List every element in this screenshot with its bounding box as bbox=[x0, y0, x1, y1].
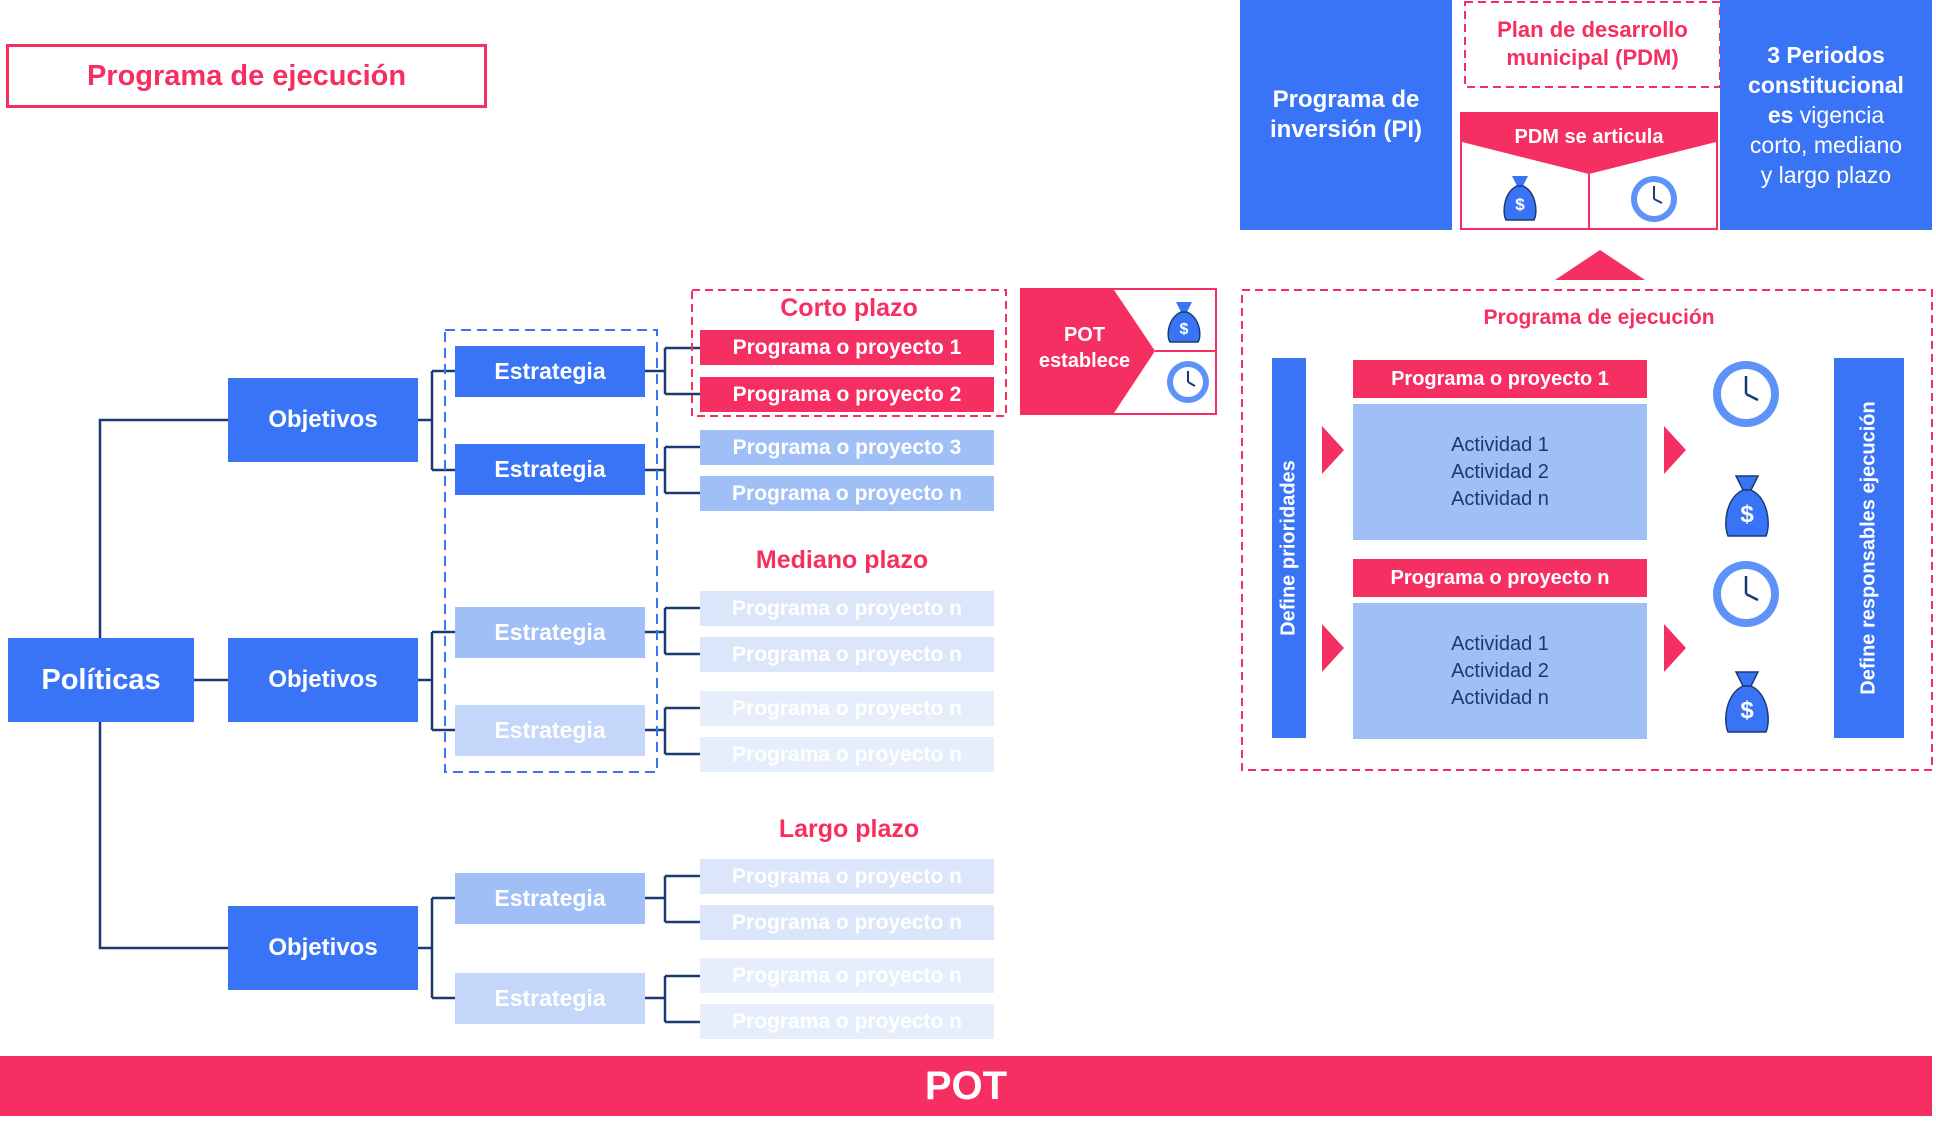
money-bag-icon: $ bbox=[1167, 302, 1201, 343]
pot-establece-shape bbox=[1022, 290, 1215, 413]
largo-plazo-label: Largo plazo bbox=[778, 815, 920, 843]
program-item: Programa o proyecto 2 bbox=[700, 377, 994, 412]
pdm-outline bbox=[1464, 1, 1721, 88]
clock-icon bbox=[1713, 561, 1779, 627]
arrow-right-icon bbox=[1664, 624, 1686, 672]
up-arrow-triangle bbox=[1555, 250, 1645, 280]
program-item: Programa o proyecto n bbox=[700, 905, 994, 940]
actividades-list-n: Actividad 1 Actividad 2 Actividad n bbox=[1353, 603, 1647, 739]
define-responsables-bar: Define responsables ejecución bbox=[1834, 358, 1904, 738]
program-item: Programa o proyecto n bbox=[700, 1004, 994, 1039]
arrow-right-icon bbox=[1322, 624, 1344, 672]
program-item: Programa o proyecto n bbox=[700, 637, 994, 672]
money-bag-icon: $ bbox=[1725, 475, 1769, 537]
define-prioridades-bar: Define prioridades bbox=[1272, 358, 1306, 738]
clock-icon bbox=[1713, 361, 1779, 427]
actividades-list-1: Actividad 1 Actividad 2 Actividad n bbox=[1353, 404, 1647, 540]
program-item: Programa o proyecto 3 bbox=[700, 430, 994, 465]
program-item: Programa o proyecto n bbox=[700, 958, 994, 993]
money-bag-icon: $ bbox=[1503, 176, 1537, 221]
mediano-plazo-label: Mediano plazo bbox=[755, 546, 929, 574]
estrategia-box-6: Estrategia bbox=[455, 973, 645, 1024]
estrategia-box-4: Estrategia bbox=[455, 705, 645, 756]
svg-text:$: $ bbox=[1740, 697, 1754, 724]
programa-inversion-box: Programa de inversión (PI) bbox=[1240, 0, 1452, 230]
corto-plazo-label: Corto plazo bbox=[780, 294, 918, 322]
estrategia-box-3: Estrategia bbox=[455, 607, 645, 658]
svg-text:$: $ bbox=[1180, 321, 1189, 338]
pdm-articula-label: PDM se articula bbox=[1514, 126, 1664, 148]
estrategia-box-5: Estrategia bbox=[455, 873, 645, 924]
objetivos-box-2: Objetivos bbox=[228, 638, 418, 722]
estrategia-box-2: Estrategia bbox=[455, 444, 645, 495]
program-item: Programa o proyecto n bbox=[700, 591, 994, 626]
svg-text:$: $ bbox=[1740, 501, 1754, 528]
estrategia-group-outline bbox=[444, 329, 658, 773]
estrategia-box-1: Estrategia bbox=[455, 346, 645, 397]
exec-panel-title: Programa de ejecución bbox=[1483, 306, 1715, 329]
page-title: Programa de ejecución bbox=[6, 44, 487, 108]
pdm-articula-block: PDM se articula $ bbox=[1460, 112, 1718, 230]
program-item: Programa o proyecto 1 bbox=[700, 330, 994, 365]
clock-icon bbox=[1167, 361, 1209, 403]
clock-icon bbox=[1631, 176, 1677, 222]
corto-plazo-outline bbox=[691, 289, 1007, 417]
money-bag-icon: $ bbox=[1725, 671, 1769, 733]
exec-program-n: Programa o proyecto n bbox=[1353, 559, 1647, 597]
pot-establece-block: POT establece $ bbox=[1020, 288, 1217, 415]
objetivos-box-3: Objetivos bbox=[228, 906, 418, 990]
program-item: Programa o proyecto n bbox=[700, 476, 994, 511]
pot-footer-bar: POT bbox=[0, 1056, 1932, 1116]
svg-text:$: $ bbox=[1515, 195, 1525, 214]
arrow-right-icon bbox=[1322, 426, 1344, 474]
exec-program-1: Programa o proyecto 1 bbox=[1353, 360, 1647, 398]
periodos-box: 3 Periodos constitucional es vigencia co… bbox=[1720, 0, 1932, 230]
program-item: Programa o proyecto n bbox=[700, 691, 994, 726]
exec-panel-outline bbox=[1241, 289, 1933, 771]
objetivos-box-1: Objetivos bbox=[228, 378, 418, 462]
politicas-box: Políticas bbox=[8, 638, 194, 722]
program-item: Programa o proyecto n bbox=[700, 737, 994, 772]
program-item: Programa o proyecto n bbox=[700, 859, 994, 894]
arrow-right-icon bbox=[1664, 426, 1686, 474]
pdm-label: Plan de desarrollo municipal (PDM) bbox=[1497, 17, 1688, 70]
